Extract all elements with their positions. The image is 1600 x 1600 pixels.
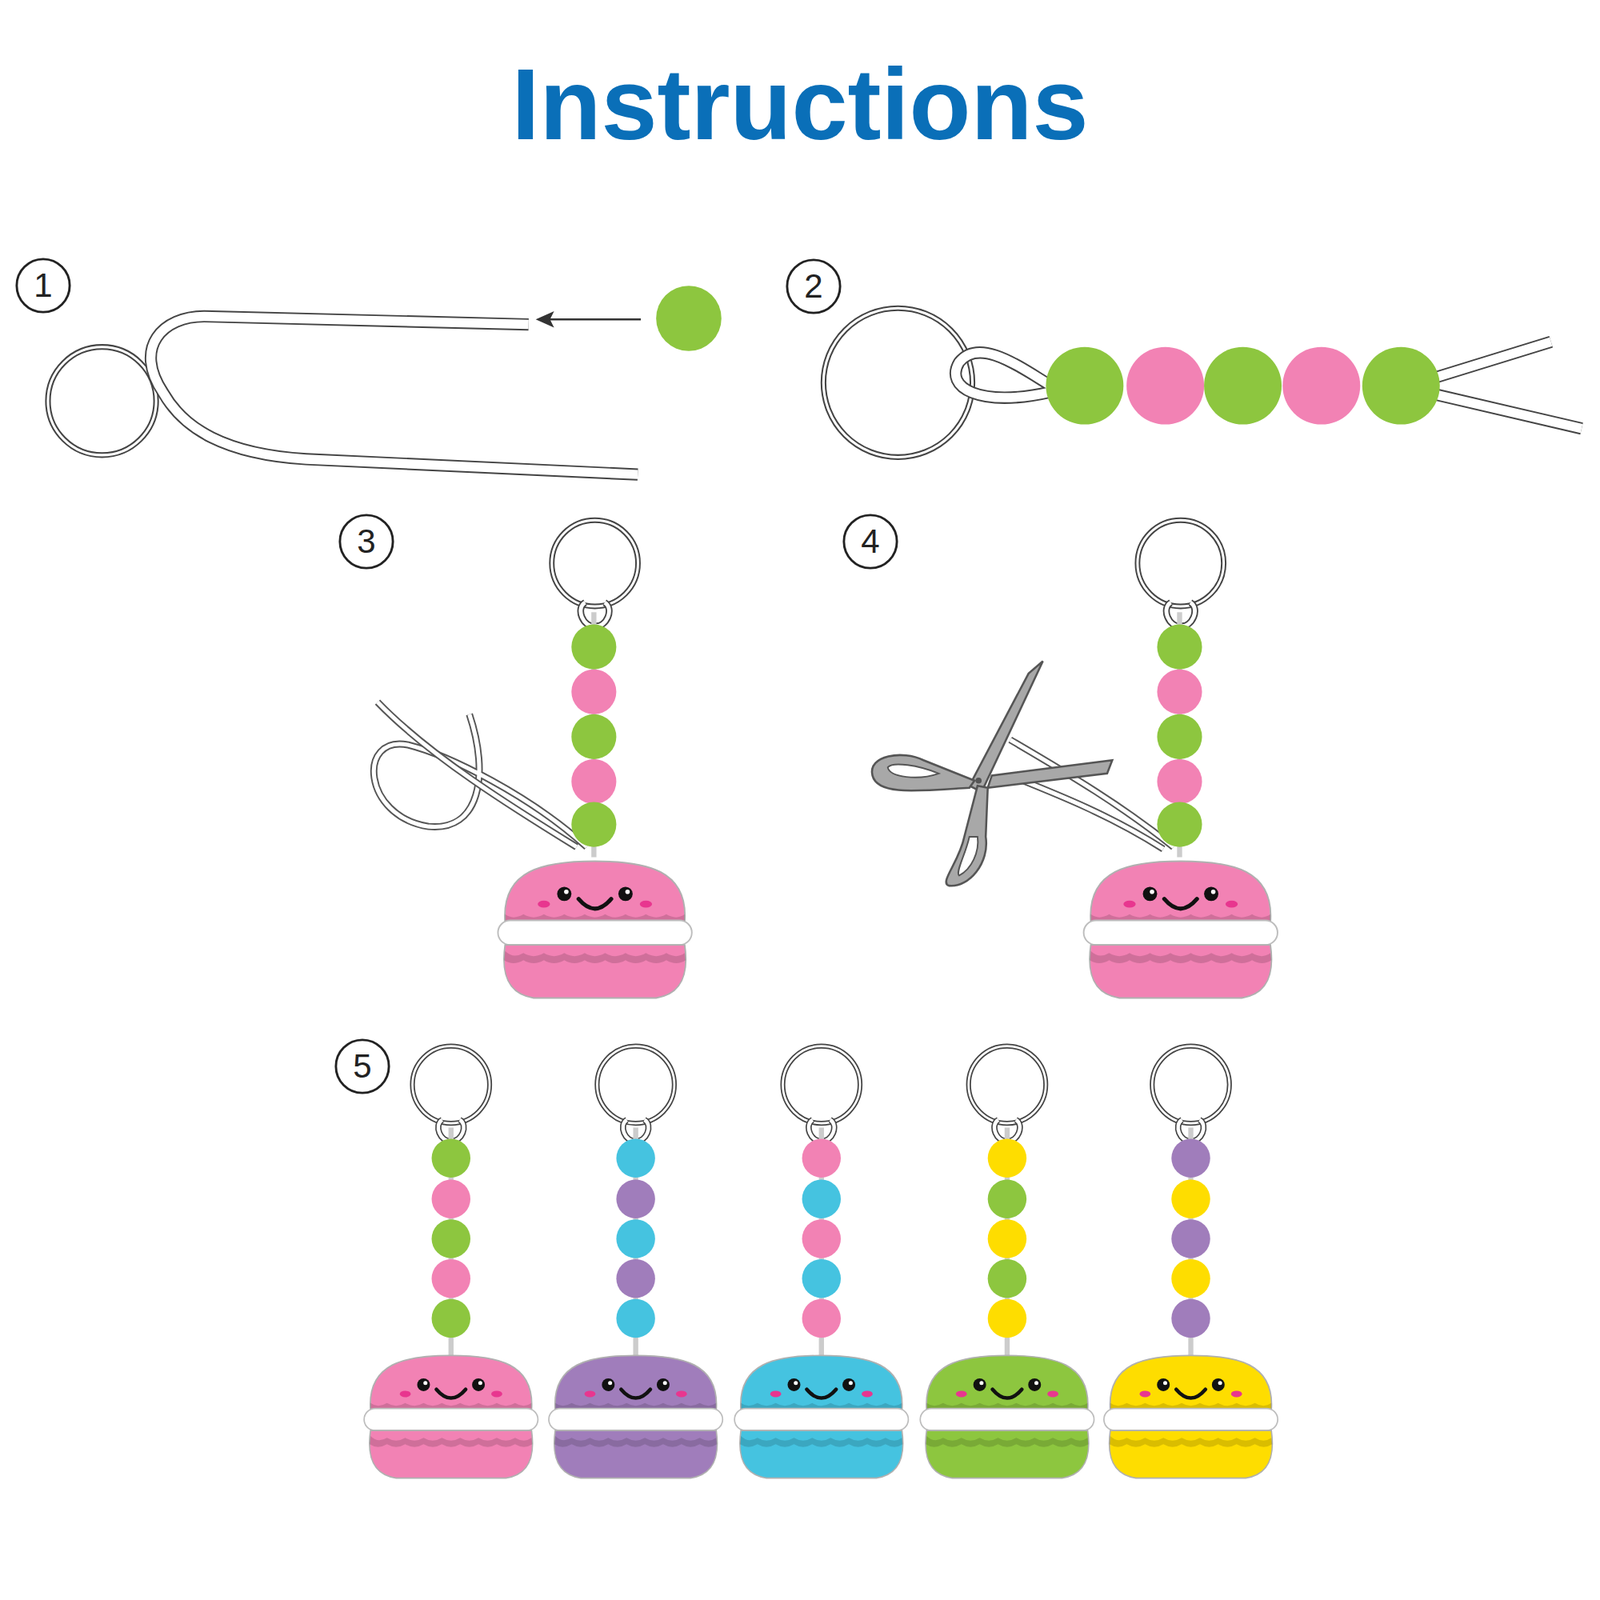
step-three-art	[373, 518, 692, 999]
callout-number: 1	[33, 268, 52, 303]
keychain	[548, 1044, 723, 1478]
callout-number: 3	[356, 524, 376, 559]
keychain	[364, 1044, 538, 1478]
step-number-circle: 1	[14, 256, 72, 315]
callout-number: 2	[804, 269, 823, 304]
step-number-circle: 4	[841, 512, 900, 571]
step-number-circle: 3	[337, 512, 396, 571]
keychain	[1104, 1044, 1278, 1478]
step-five-art	[364, 1044, 1278, 1478]
step-two-art	[821, 306, 1582, 460]
keychain	[734, 1044, 908, 1478]
callout-number: 4	[860, 524, 880, 559]
step-number-circle: 5	[333, 1037, 392, 1096]
step-number-circle: 2	[784, 257, 843, 316]
step-one-art	[45, 285, 721, 475]
callout-number: 5	[352, 1049, 372, 1084]
page-title: Instructions	[511, 54, 1088, 156]
step-four-art	[872, 518, 1278, 999]
keychain	[920, 1044, 1094, 1478]
